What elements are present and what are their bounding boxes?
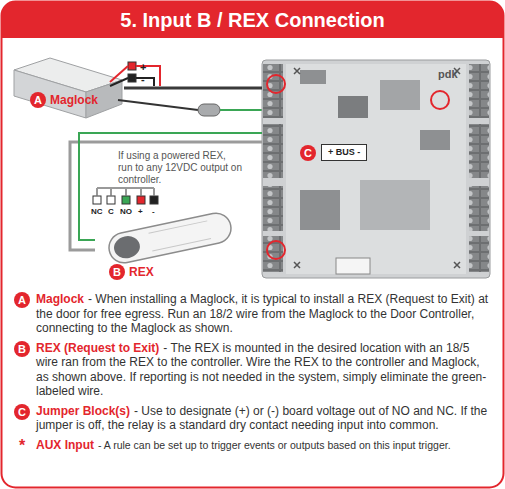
callout-letter: C (300, 145, 316, 161)
item-description: - When installing a Maglock, it is typic… (36, 292, 488, 335)
callout-letter: C (14, 404, 30, 420)
note-text: If using a powered REX, run to any 12VDC… (118, 150, 243, 186)
rex-terminals (93, 188, 158, 204)
callout-letter: A (14, 292, 30, 308)
maglock-drawing (14, 58, 122, 118)
description-row: A Maglock- When installing a Maglock, it … (0, 292, 505, 336)
description-row: C Jumper Block(s)- Use to designate (+) o… (0, 404, 505, 433)
description: Jumper Block(s)- Use to designate (+) or… (36, 404, 494, 433)
callout-letter: B (109, 264, 125, 280)
rex-device: BREX (95, 222, 240, 282)
rex-report-wire (79, 133, 262, 240)
item-description: - A rule can be set up to trigger events… (98, 439, 451, 451)
callout-letter: A (30, 92, 46, 108)
description: AUX Input - A rule can be set up to trigg… (36, 438, 494, 453)
device-name: REX (129, 264, 154, 280)
terminal-sign: - (141, 73, 145, 85)
item-name: REX (Request to Exit) (36, 341, 159, 355)
item-name: AUX Input (36, 438, 94, 452)
description-row: * AUX Input - A rule can be set up to trig… (0, 438, 505, 453)
item-name: Jumper Block(s) (36, 404, 130, 418)
pin-name: - (152, 207, 155, 217)
jumper-block: C + BUS - (300, 144, 367, 161)
bus-jumper: + BUS - (321, 144, 367, 161)
maglock-device: AMaglock (10, 56, 124, 122)
pin-name: NO (120, 207, 132, 217)
description-row: B REX (Request to Exit)- The REX is mount… (0, 341, 505, 399)
pin-name: C (108, 207, 114, 217)
callout-letter: B (14, 341, 30, 357)
rex-drawing (106, 210, 234, 265)
pin-name: + (138, 207, 143, 217)
maglock-terminals (110, 62, 262, 116)
rex-cable (70, 142, 262, 250)
device-name: Maglock (50, 92, 98, 108)
callout-letter: * (14, 438, 30, 454)
controller-board (262, 60, 490, 278)
maglock-cable (124, 87, 262, 90)
pin-name: NC (91, 207, 103, 217)
brand-logo: pdk (438, 68, 458, 80)
controller-board: pdkC + BUS - (262, 60, 490, 278)
terminal-sign: + (140, 61, 146, 73)
title-text: 5. Input B / REX Connection (0, 2, 505, 38)
description: Maglock- When installing a Maglock, it i… (36, 292, 494, 336)
description: REX (Request to Exit)- The REX is mounte… (36, 341, 494, 399)
item-name: Maglock (36, 292, 84, 306)
